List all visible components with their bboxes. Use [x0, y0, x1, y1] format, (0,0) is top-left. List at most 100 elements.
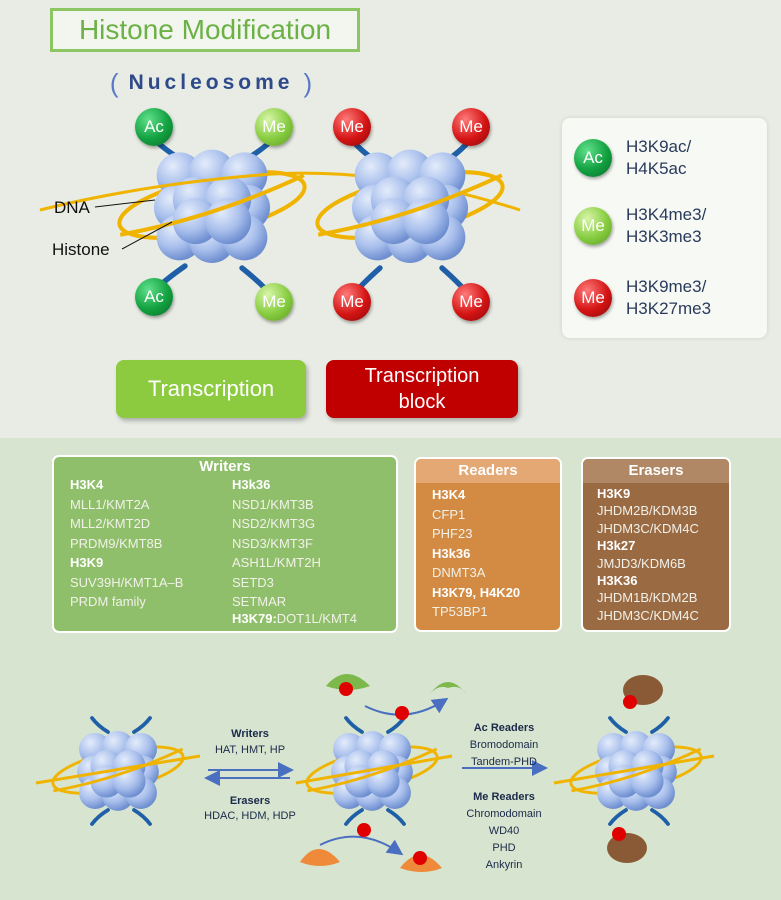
dna-strand	[317, 173, 503, 237]
panel-group-heading: H3k27	[597, 538, 636, 554]
nucleosome-unmodified	[35, 716, 201, 826]
dna-strand	[35, 754, 201, 785]
methyl-mark-repressive: Me	[452, 283, 490, 321]
histone-subunit	[172, 198, 219, 245]
nucleosome-label: Nucleosome	[128, 71, 294, 94]
legend-item: Ac H3K9ac/H4K5ac	[574, 136, 691, 180]
panel-item: SETD3	[232, 574, 274, 590]
methyl-mark-active: Me	[255, 108, 293, 146]
figure-title: Histone Modification	[50, 8, 360, 52]
methyl-mark-repressive: Me	[452, 108, 490, 146]
panel-group-heading: H3K4	[432, 487, 466, 502]
nucleosome-modified	[295, 716, 453, 826]
methyl-mark-repressive: Me	[333, 108, 371, 146]
me-reader: Chromodomain	[466, 808, 542, 820]
modification-group-icon	[623, 695, 637, 709]
legend-line: H3K9ac/	[626, 137, 692, 156]
panel-item: SETMAR	[232, 594, 287, 609]
dna-strand	[295, 754, 453, 785]
histone-tail	[608, 808, 628, 826]
panel-item: TP53BP1	[432, 604, 488, 619]
legend-line: H3K3me3	[626, 227, 702, 246]
dna-strand	[307, 747, 438, 793]
panel-group-heading: H3k36	[432, 545, 471, 561]
panel-item: PHF23	[432, 526, 473, 541]
writers-last-rest: DOT1L/KMT4	[276, 611, 357, 626]
transcription-block-box: Transcription block	[326, 360, 518, 418]
erasers-title: Erasers	[583, 459, 729, 483]
panel-item: MLL2/KMT2D	[70, 516, 151, 531]
writer-enzyme-released-icon	[430, 682, 466, 694]
histone-tail	[650, 716, 670, 734]
nucleosome-read	[553, 716, 715, 826]
acetyl-mark: Ac	[574, 139, 612, 177]
transcription-box: Transcription	[116, 360, 306, 418]
writers-arrow-title: Writers	[231, 728, 269, 740]
histone-tail	[650, 808, 670, 826]
histone-subunit	[370, 198, 417, 245]
legend-item: Me H3K4me3/H3K3me3	[574, 204, 706, 248]
panel-group-heading: H3K36	[597, 573, 638, 588]
acetyl-mark: Ac	[135, 108, 173, 146]
panel-item: NSD3/KMT3F	[232, 535, 313, 551]
nucleosome-diagram	[39, 137, 521, 299]
eraser-arrow	[319, 835, 404, 856]
histone-tail	[90, 808, 110, 826]
eraser-enzyme-icon	[300, 849, 340, 866]
histone-pointer	[121, 221, 173, 250]
panel-item: DNMT3A	[432, 565, 486, 580]
panel-group-heading: H3k36	[232, 477, 271, 492]
panel-item: PRDM9/KMT8B	[70, 535, 163, 551]
ac-reader: Tandem-PHD	[470, 756, 538, 768]
ac-readers-title: Ac Readers	[473, 722, 535, 734]
bracket-right: )	[303, 67, 313, 98]
histone-tail	[132, 716, 152, 734]
legend: Ac H3K9ac/H4K5ac Me H3K4me3/H3K3me3 Me H…	[562, 118, 767, 338]
methyl-mark-repressive: Me	[574, 279, 612, 317]
panel-group-heading: H3K4	[70, 477, 104, 492]
erasers-arrow-title: Erasers	[229, 795, 271, 807]
me-reader: PHD	[492, 842, 516, 854]
acetyl-mark: Ac	[135, 278, 173, 316]
readers-title: Readers	[416, 459, 560, 483]
dna-strand	[571, 747, 702, 793]
methyl-mark-active: Me	[255, 283, 293, 321]
dna-label: DNA	[54, 198, 90, 217]
panel-item: PRDM family	[70, 594, 146, 609]
modification-group-icon	[339, 682, 353, 696]
writers-last-item: H3K79:DOT1L/KMT4	[232, 611, 357, 626]
block-line: block	[398, 391, 446, 413]
methyl-mark-active: Me	[574, 207, 612, 245]
modification-group-icon	[357, 823, 371, 837]
erasers-arrow-list: HDAC, HDM, HDP	[204, 810, 296, 822]
panel-item: JHDM3C/KDM4C	[597, 607, 699, 623]
ac-reader: Bromodomain	[469, 739, 539, 751]
nucleosome-heading: ( Nucleosome )	[96, 66, 326, 100]
mechanism-diagram	[35, 674, 715, 872]
me-reader: Ankyrin	[485, 859, 523, 871]
histone-tail	[90, 716, 110, 734]
writers-arrow-list: HAT, HMT, HP	[214, 744, 286, 756]
nucleosome-repressed	[315, 137, 505, 299]
panel-item: SUV39H/KMT1A–B	[70, 574, 184, 590]
histone-label: Histone	[52, 240, 110, 259]
panel-group-heading: H3K9	[70, 555, 104, 570]
dna-pointer	[94, 199, 156, 208]
panel-group-heading: H3K9	[597, 486, 631, 501]
histone-tail	[386, 808, 406, 826]
modification-group-icon	[413, 851, 427, 865]
panel-item: CFP1	[432, 506, 466, 522]
panel-item: ASH1L/KMT2H	[232, 555, 321, 570]
panel-item: MLL1/KMT2A	[70, 496, 150, 512]
panel-item: JHDM1B/KDM2B	[597, 590, 698, 606]
histone-tail	[608, 716, 628, 734]
histone-tail	[344, 808, 364, 826]
me-reader: WD40	[488, 825, 520, 837]
writers-title: Writers	[199, 458, 251, 475]
writer-enzyme-icon	[326, 674, 370, 690]
panel-item: JHDM2B/KDM3B	[597, 503, 698, 519]
legend-line: H3K9me3/	[626, 277, 707, 296]
